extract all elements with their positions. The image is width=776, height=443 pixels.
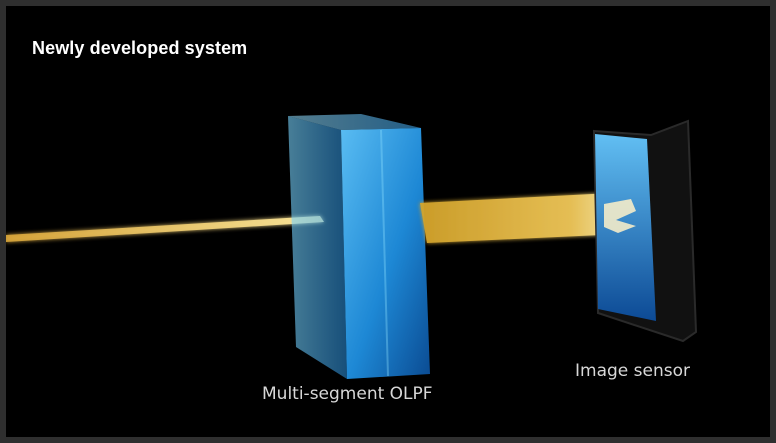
diagram-title: Newly developed system [32,38,248,58]
olpf-segment-line [380,129,389,377]
optical-system-illustration [6,114,698,379]
image-sensor-label: Image sensor [575,361,690,381]
sensor-illumination-spot [604,199,636,233]
olpf-left-face [288,116,347,379]
incoming-light-beam [6,216,324,242]
olpf-top-face [288,114,421,130]
olpf-label: Multi-segment OLPF [262,384,433,404]
olpf-front-face [341,128,430,379]
multi-segment-olpf-block [288,114,430,379]
filtered-light-bundle [420,193,622,243]
image-sensor [592,119,698,343]
